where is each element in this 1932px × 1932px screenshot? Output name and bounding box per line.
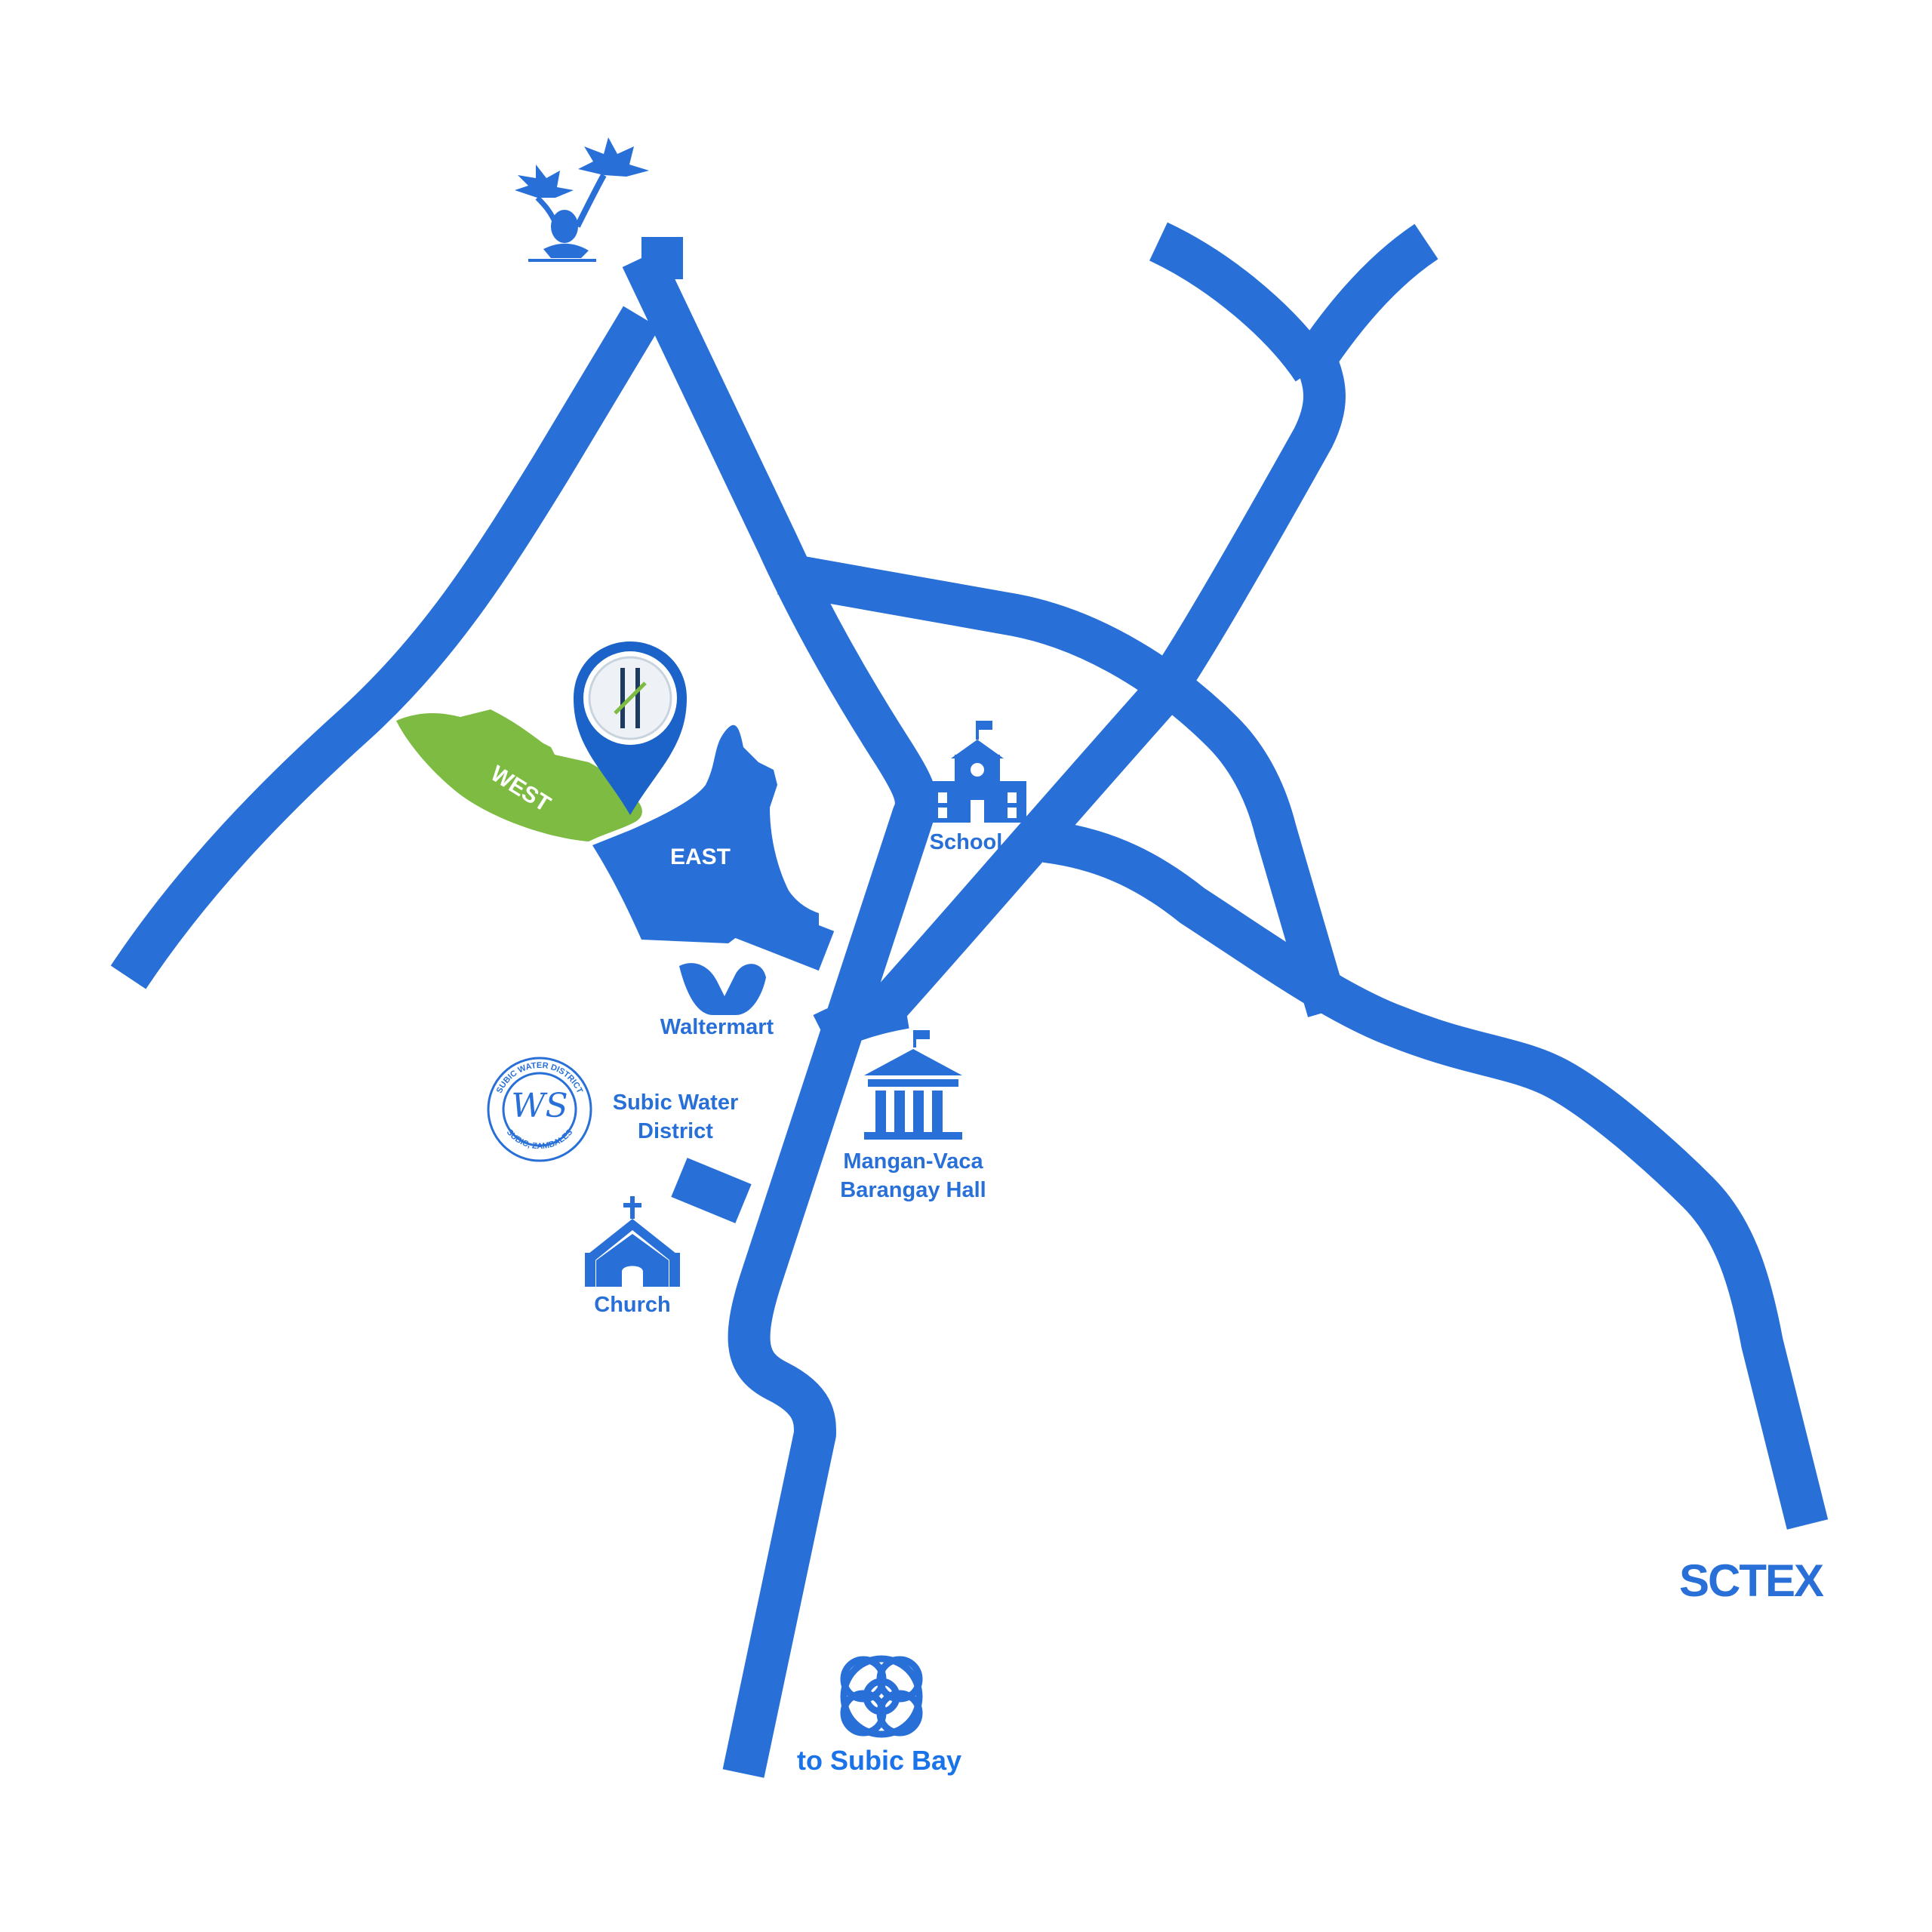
palm-trees-icon (515, 137, 649, 262)
svg-text:SUBIC, ZAMBALES: SUBIC, ZAMBALES (505, 1128, 575, 1151)
school-building-icon (928, 721, 1026, 823)
government-hall-icon (864, 1030, 962, 1140)
road-central (622, 248, 937, 1778)
water-district-seal-icon: WS SUBIC WATER DISTRICT SUBIC, ZAMBALES (487, 1057, 592, 1162)
church-icon (585, 1196, 680, 1287)
east-zone[interactable]: EAST (592, 724, 819, 943)
waltermart-label: Waltermart (660, 1015, 774, 1039)
subic-bay-logo-icon (840, 1655, 923, 1738)
subic-water-label-line2: District (638, 1119, 713, 1143)
road-spur-church (671, 1158, 752, 1223)
road-loop (777, 552, 1349, 1017)
sctex-logo-label: SCTEX (1679, 1555, 1824, 1606)
road-sctex-connector (1042, 820, 1829, 1530)
east-zone-label: EAST (670, 844, 731, 869)
west-zone[interactable]: WEST (396, 709, 642, 841)
subic-bay-label: to Subic Bay (797, 1745, 961, 1776)
road-northeast-diagonal (867, 332, 1346, 1026)
road-northeast-branch-right (1295, 223, 1438, 374)
road-west-diagonal (110, 306, 660, 989)
school-label: School (930, 830, 1003, 854)
barangay-hall-label-line1: Mangan-Vaca (843, 1149, 983, 1174)
road-network (110, 222, 1829, 1778)
svg-text:WS: WS (511, 1087, 568, 1125)
subic-water-label-line1: Subic Water (613, 1091, 739, 1115)
location-pin-icon[interactable] (574, 641, 687, 815)
road-link-south (813, 986, 909, 1054)
barangay-hall-label-line2: Barangay Hall (840, 1178, 986, 1202)
church-label: Church (594, 1293, 671, 1317)
road-northeast-branch-left (1149, 222, 1331, 382)
waltermart-logo-icon (679, 963, 766, 1015)
